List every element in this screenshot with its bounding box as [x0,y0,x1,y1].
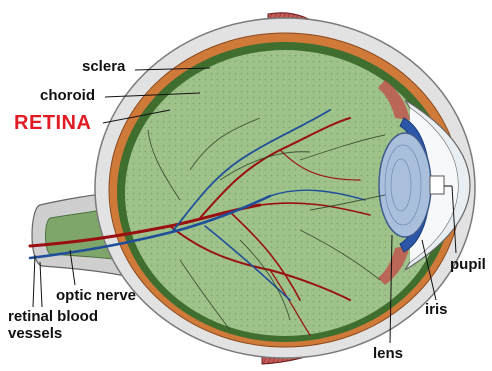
pupil-marker [430,176,444,194]
label-sclera: sclera [82,59,125,74]
label-iris: iris [425,302,448,317]
label-retinal-blood-vessels-line2: vessels [8,325,98,342]
label-pupil: pupil [450,257,486,272]
label-retinal-blood-vessels-line1: retinal blood [8,308,98,325]
label-lens: lens [373,346,403,361]
label-optic-nerve: optic nerve [56,288,136,303]
lens-body [379,133,431,237]
label-choroid: choroid [40,88,95,103]
label-retinal-blood-vessels: retinal blood vessels [8,308,98,342]
label-retina: RETINA [14,113,91,133]
